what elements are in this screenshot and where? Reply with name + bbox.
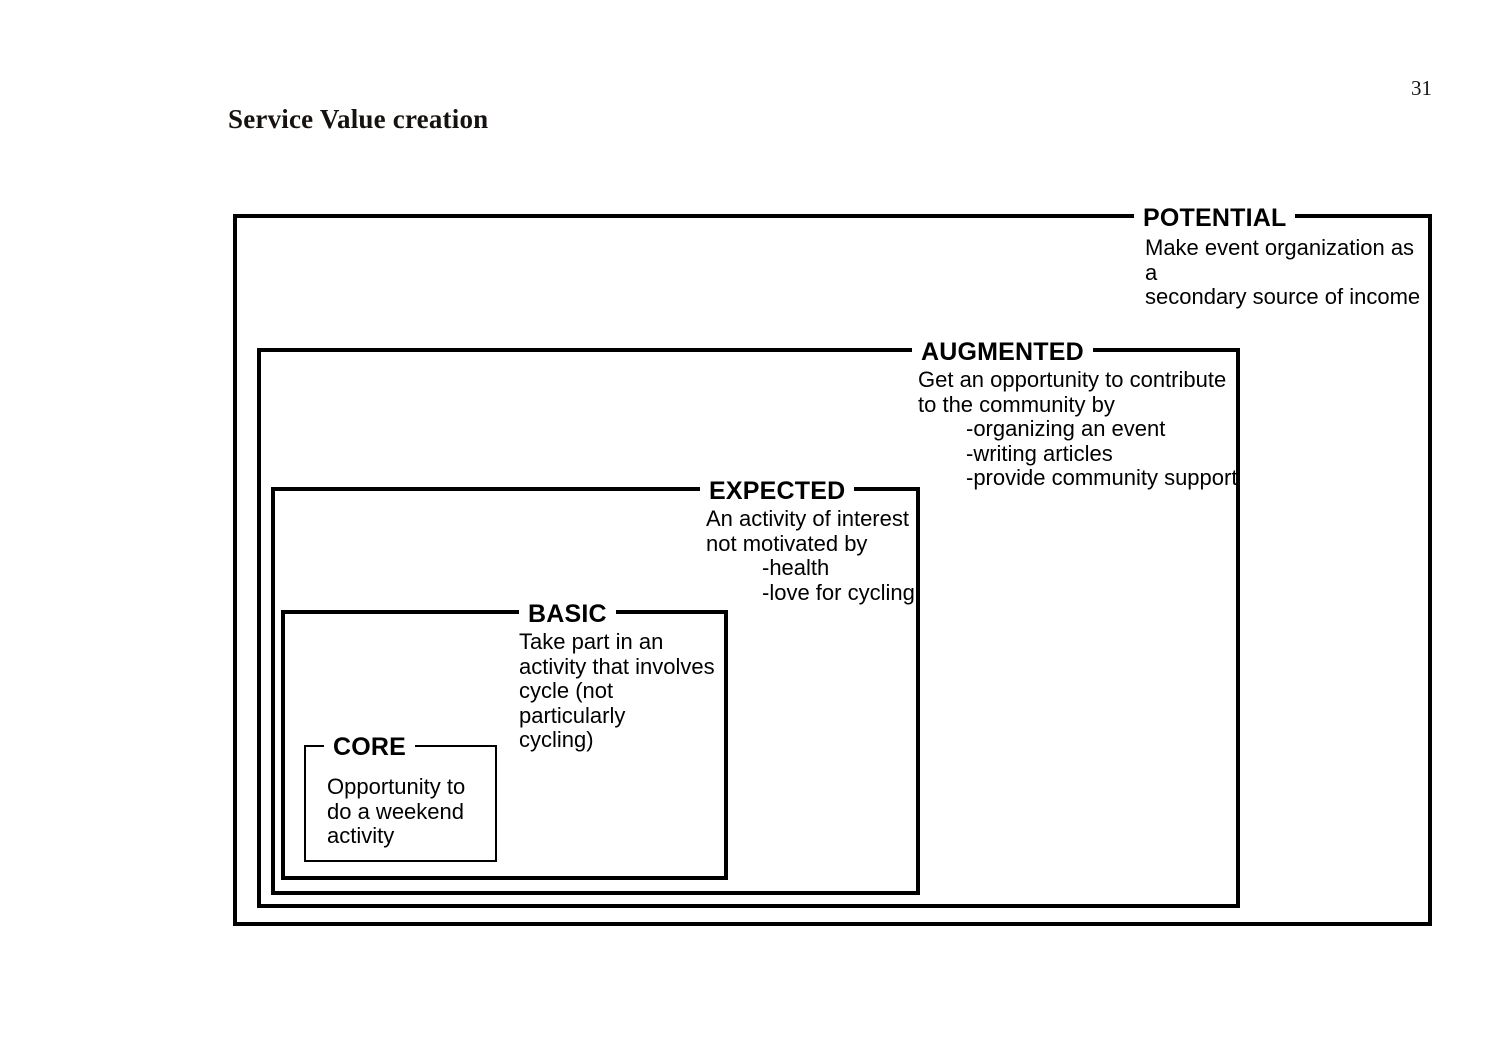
ring-core: CORE Opportunity to do a weekend activit… bbox=[304, 734, 497, 862]
ring-label-basic: BASIC bbox=[519, 601, 616, 627]
ring-sublist-item: -love for cycling bbox=[762, 579, 915, 605]
ring-sublist-item: -organizing an event bbox=[966, 416, 1166, 441]
ring-sublist-item: -health bbox=[762, 555, 830, 580]
ring-sublist-item: -provide community support bbox=[966, 465, 1238, 490]
ring-potential: POTENTIAL Make event organization as a s… bbox=[233, 205, 1432, 926]
ring-sublist-item: -writing articles bbox=[966, 440, 1113, 466]
ring-label-core: CORE bbox=[324, 734, 416, 760]
ring-augmented: AUGMENTED Get an opportunity to contribu… bbox=[257, 339, 1240, 908]
ring-basic: BASIC Take part in an activity that invo… bbox=[281, 601, 728, 880]
ring-label-potential: POTENTIAL bbox=[1134, 205, 1296, 231]
ring-body-expected: An activity of interest not motivated by bbox=[706, 506, 909, 556]
ring-body-basic: Take part in an activity that involves c… bbox=[519, 629, 715, 752]
page-title: Service Value creation bbox=[228, 104, 489, 134]
ring-body-potential: Make event organization as a secondary s… bbox=[1145, 235, 1421, 309]
page-number: 31 bbox=[1411, 76, 1432, 100]
ring-label-augmented: AUGMENTED bbox=[912, 339, 1093, 365]
ring-label-expected: EXPECTED bbox=[700, 478, 855, 504]
ring-body-core: Opportunity to do a weekend activity bbox=[327, 774, 466, 848]
ring-expected: EXPECTED An activity of interest not mot… bbox=[271, 478, 920, 895]
ring-sublist-expected: -health-love for cycling bbox=[762, 555, 915, 605]
ring-body-augmented: Get an opportunity to contribute to the … bbox=[918, 367, 1227, 417]
ring-sublist-augmented: -organizing an event-writing articles-pr… bbox=[966, 416, 1238, 491]
